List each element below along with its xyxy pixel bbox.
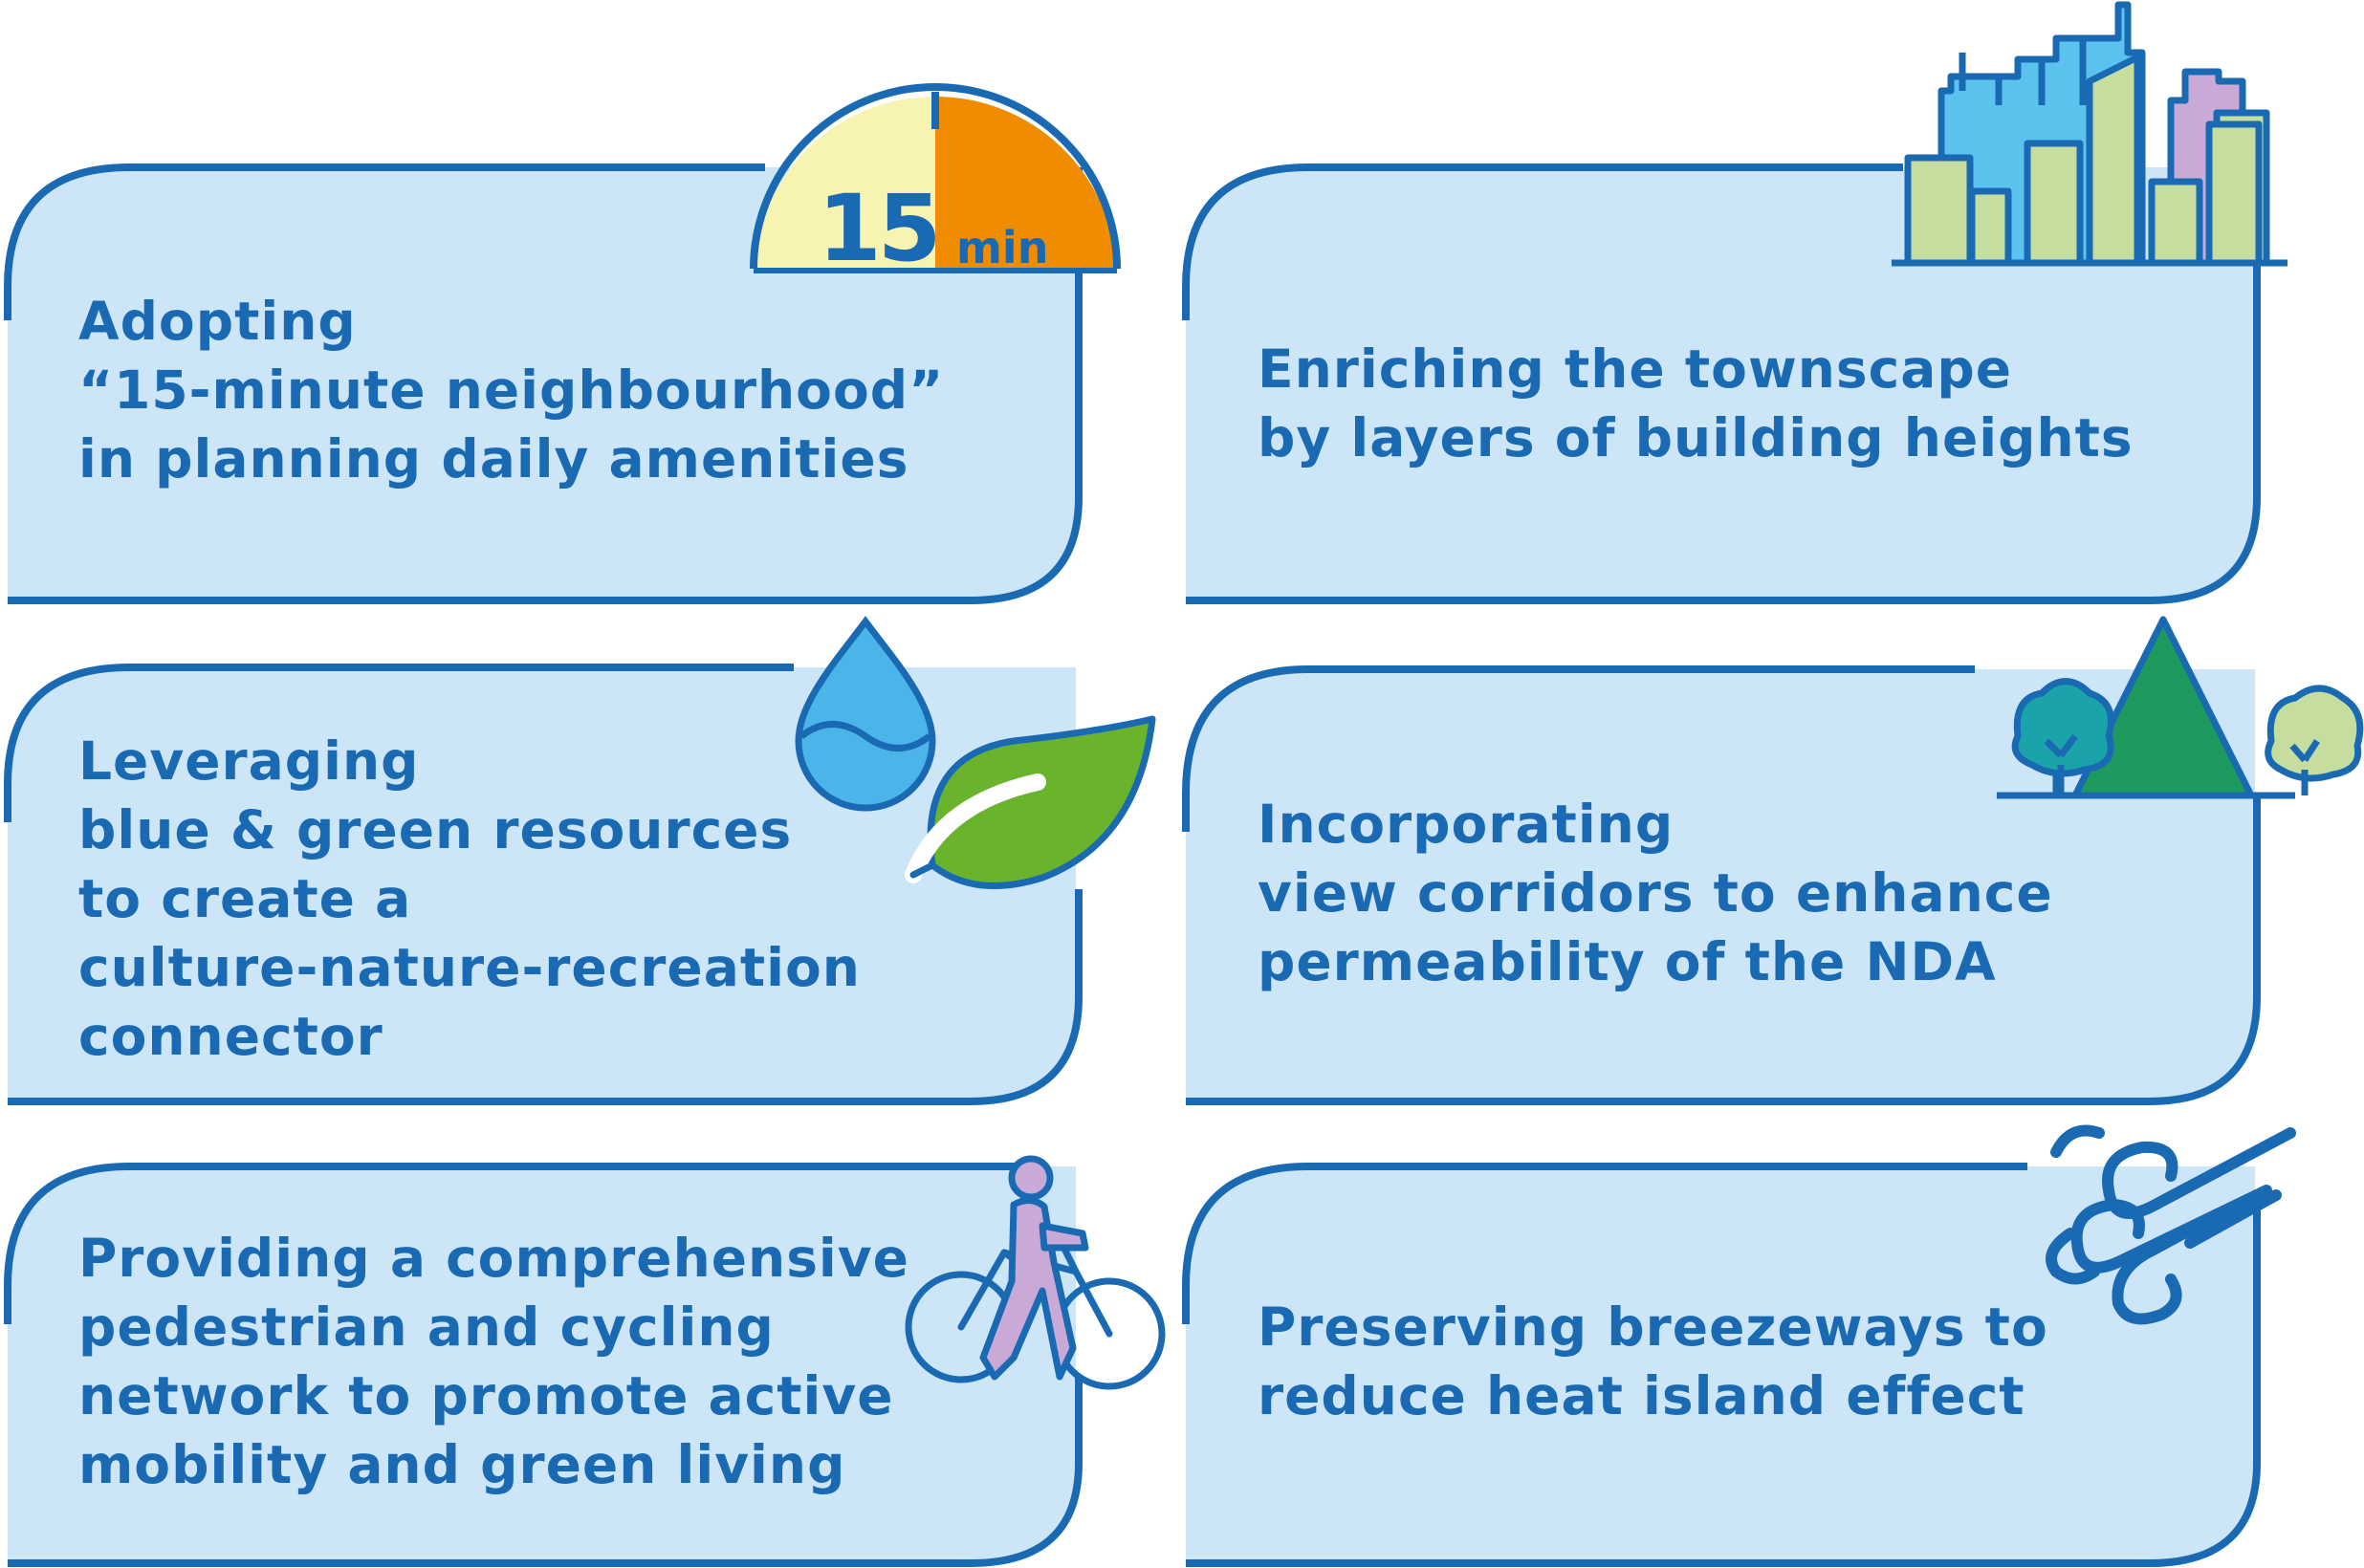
card-2-text: Enriching the townscape by layers of bui… — [1258, 335, 2134, 472]
badge-unit: min — [956, 222, 1048, 273]
card-5-text: Providing a comprehensive pedestrian and… — [78, 1224, 909, 1499]
badge-number: 15 — [818, 175, 938, 282]
mountain-trees-icon — [1997, 616, 2364, 799]
city-skyline-icon — [1892, 1, 2287, 267]
wind-icon — [2046, 1124, 2296, 1325]
card-1-text: Adopting “15-minute neighbourhood” in pl… — [78, 287, 944, 493]
card-6-line-2: reduce heat island effect — [1258, 1365, 2025, 1426]
card-5-line-1: Providing a comprehensive — [78, 1228, 909, 1289]
card-2 — [1182, 1, 2287, 604]
card-3-line-1: Leveraging — [78, 730, 420, 792]
card-3-line-4: culture-nature-recreation — [78, 937, 861, 998]
card-2-line-2: by layers of building heights — [1258, 407, 2134, 468]
card-3-text: Leveraging blue & green resources to cre… — [78, 727, 861, 1071]
card-5-line-2: pedestrian and cycling — [78, 1296, 775, 1358]
card-3-line-5: connector — [78, 1006, 383, 1067]
card-6-text: Preserving breezeways to reduce heat isl… — [1258, 1293, 2048, 1430]
card-4-line-3: permeability of the NDA — [1258, 931, 1997, 992]
card-1-line-1: Adopting — [78, 291, 357, 352]
card-1: 15 min — [4, 83, 1121, 604]
stopwatch-15min-icon: 15 min — [750, 83, 1121, 282]
card-6 — [1182, 1124, 2296, 1567]
card-4-line-2: view corridors to enhance — [1258, 862, 2053, 924]
card-3-line-3: to create a — [78, 868, 412, 929]
card-4-text: Incorporating view corridors to enhance … — [1258, 790, 2053, 996]
card-5-line-3: network to promote active — [78, 1365, 894, 1426]
card-4 — [1182, 616, 2364, 1105]
card-2-line-1: Enriching the townscape — [1258, 338, 2013, 400]
card-6-line-1: Preserving breezeways to — [1258, 1296, 2048, 1358]
water-drop-leaf-icon — [795, 616, 1156, 889]
card-4-line-1: Incorporating — [1258, 794, 1674, 855]
card-1-line-3: in planning daily amenities — [78, 428, 909, 490]
card-1-line-2: “15-minute neighbourhood” — [78, 359, 945, 421]
cyclist-icon — [905, 1155, 1166, 1390]
card-3-line-2: blue & green resources — [78, 799, 793, 860]
card-5 — [4, 1155, 1166, 1567]
card-5-line-4: mobility and green living — [78, 1434, 846, 1495]
card-3 — [3, 616, 1156, 1105]
